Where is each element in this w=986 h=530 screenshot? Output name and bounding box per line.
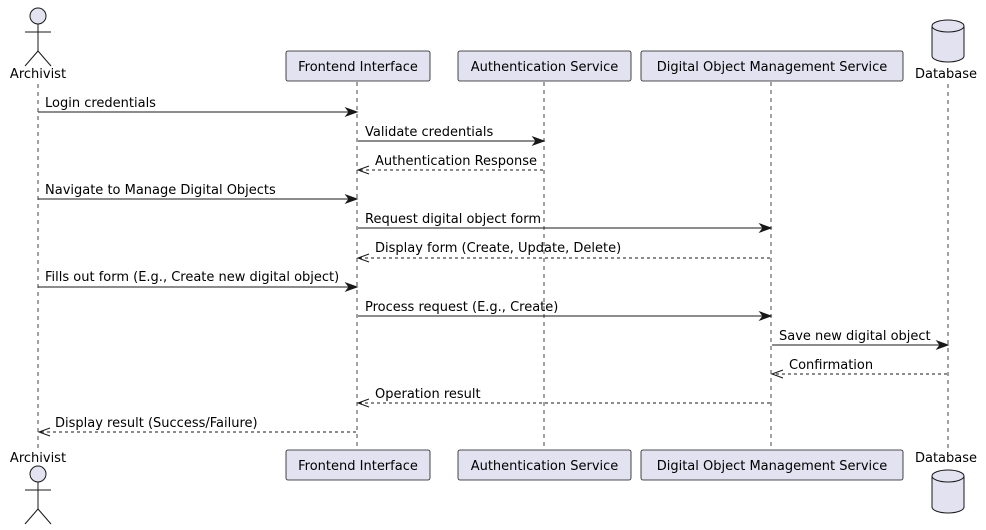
participant-box [457, 449, 632, 481]
message-label: Confirmation [789, 358, 873, 373]
message: Validate credentials [358, 125, 546, 147]
message-label: Operation result [375, 387, 481, 402]
database-icon [931, 19, 965, 63]
participant-label-archivist-bottom: Archivist [10, 451, 66, 466]
actor-leg-left-icon [24, 508, 39, 525]
participant-label-auth-bottom: Authentication Service [471, 459, 619, 474]
arrowhead-icon [770, 369, 784, 379]
arrowhead-icon [356, 398, 370, 408]
participant-box [457, 50, 632, 82]
message-label: Display result (Success/Failure) [55, 416, 258, 431]
message-label: Process request (E.g., Create) [365, 300, 558, 315]
arrowhead-icon [344, 193, 359, 205]
participant-box [640, 449, 904, 481]
arrowhead-icon [344, 281, 359, 293]
arrowhead-icon [758, 222, 773, 234]
message: Display form (Create, Update, Delete) [356, 241, 770, 263]
participant-label-frontend-bottom: Frontend Interface [298, 459, 418, 474]
participant-dom-bottom: Digital Object Management Service [640, 449, 904, 481]
message: Authentication Response [356, 154, 543, 175]
participant-box [640, 50, 904, 82]
participant-label-archivist-top: Archivist [10, 67, 66, 82]
participant-box [285, 449, 431, 481]
database-rim-icon [931, 25, 965, 33]
participant-label-dom-bottom: Digital Object Management Service [657, 459, 888, 474]
message-label: Login credentials [45, 96, 156, 111]
arrowhead-icon [356, 165, 370, 175]
message: Display result (Success/Failure) [37, 416, 356, 437]
participant-auth-bottom: Authentication Service [457, 449, 632, 481]
message-label: Validate credentials [365, 125, 494, 140]
participant-label-database-bottom: Database [915, 451, 977, 466]
participant-box [285, 50, 431, 82]
message-label: Fills out form (E.g., Create new digital… [45, 270, 339, 285]
participant-auth-top: Authentication Service [457, 50, 632, 82]
message: Operation result [356, 387, 770, 408]
participants-top: Archivist Frontend Interface Authenticat… [10, 7, 977, 82]
message: Navigate to Manage Digital Objects [38, 183, 359, 205]
message-label: Authentication Response [375, 154, 537, 169]
message: Confirmation [770, 358, 947, 379]
arrowhead-icon [758, 310, 773, 322]
database-icon [931, 469, 965, 514]
actor-head-icon [29, 465, 47, 483]
participant-label-auth-top: Authentication Service [471, 60, 619, 75]
database-rim-icon [931, 475, 965, 483]
lifelines [37, 82, 949, 450]
message: Login credentials [38, 96, 359, 118]
participant-frontend-top: Frontend Interface [285, 50, 431, 82]
participant-label-frontend-top: Frontend Interface [298, 60, 418, 75]
arrowhead-icon [531, 135, 546, 147]
actor-leg-left-icon [24, 50, 39, 67]
actor-archivist-bottom: Archivist [10, 451, 66, 525]
message-label: Save new digital object [779, 329, 931, 344]
message-label: Request digital object form [365, 212, 541, 227]
arrowhead-icon [344, 106, 359, 118]
arrowhead-icon [37, 427, 51, 437]
participant-database-bottom: Database [915, 451, 977, 514]
arrowhead-icon [935, 339, 950, 351]
message: Request digital object form [358, 212, 773, 234]
message-label: Navigate to Manage Digital Objects [45, 183, 276, 198]
participant-database-top: Database [915, 19, 977, 82]
participants-bottom: Archivist Frontend Interface Authenticat… [10, 449, 977, 525]
arrowhead-icon [356, 253, 370, 263]
participant-label-dom-top: Digital Object Management Service [657, 60, 888, 75]
actor-leg-right-icon [37, 508, 52, 525]
message: Process request (E.g., Create) [358, 300, 773, 322]
actor-archivist-top: Archivist [10, 7, 66, 82]
participant-dom-top: Digital Object Management Service [640, 50, 904, 82]
participant-label-database-top: Database [915, 67, 977, 82]
actor-leg-right-icon [37, 50, 52, 67]
message-label: Display form (Create, Update, Delete) [375, 241, 621, 256]
participant-frontend-bottom: Frontend Interface [285, 449, 431, 481]
actor-head-icon [29, 7, 47, 25]
messages: Login credentials Validate credentials A… [37, 96, 950, 437]
message: Save new digital object [772, 329, 950, 351]
message: Fills out form (E.g., Create new digital… [38, 270, 359, 293]
